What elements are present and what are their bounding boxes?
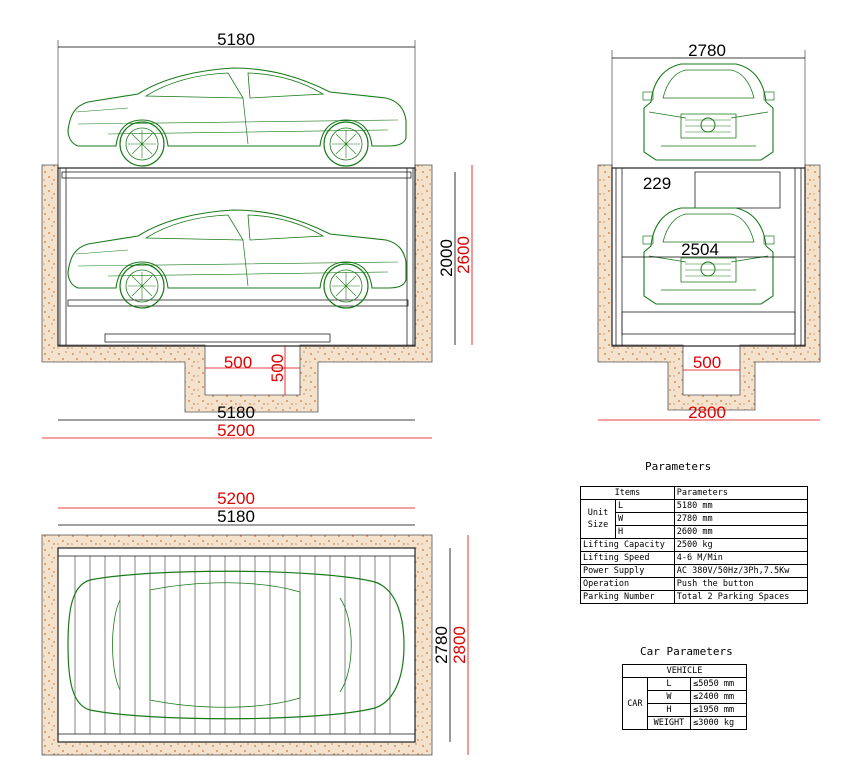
header-items: Items [580,486,675,500]
car-value: ≤1950 mm [690,703,747,717]
header-parameters: Parameters [673,486,809,500]
side-total-height-dim: 2600 [454,236,473,274]
param-label: Lifting Speed [580,551,675,565]
parameters-title: Parameters [645,460,712,473]
side-total-length-dim: 5200 [217,421,255,440]
top-total-length-dim: 5200 [217,489,255,508]
side-pit-width-dim: 500 [224,353,252,372]
top-total-width-dim: 2800 [450,626,469,664]
vehicle-header: VEHICLE [622,664,747,678]
side-view: 5180 2000 2600 500 500 5180 5200 [41,30,473,440]
top-width-dim: 2780 [432,626,451,664]
side-inner-height-dim: 2000 [437,239,456,277]
car-top-view [67,570,405,720]
front-top-width-dim: 2780 [688,41,726,60]
car-key: L [646,677,692,691]
car-parameters-title: Car Parameters [640,645,733,658]
param-value: AC 380V/50Hz/3Ph,7.5Kw [673,564,809,578]
param-value: Total 2 Parking Spaces [673,590,809,604]
side-pit-concrete [41,164,433,413]
unit-size-label: Unit Size [580,499,616,539]
top-length-dim: 5180 [217,507,255,526]
car-key: WEIGHT [646,716,692,730]
car-value: ≤5050 mm [690,677,747,691]
front-pit-concrete [597,164,821,411]
front-total-width-dim: 2800 [688,403,726,422]
front-offset-dim: 229 [643,174,671,193]
param-label: Operation [580,577,675,591]
param-value: Push the button [673,577,809,591]
size-key: W [615,512,675,526]
car-key: W [646,690,692,704]
upper-car-front [642,63,775,161]
param-label: Parking Number [580,590,675,604]
front-inner-width-dim: 2504 [681,240,719,259]
size-key: L [615,499,675,513]
side-pit-depth-dim: 500 [268,354,287,382]
param-label: Power Supply [580,564,675,578]
param-label: Lifting Capacity [580,538,675,552]
side-top-length-dim: 5180 [217,30,255,49]
upper-car-side [67,67,407,167]
param-value: 2500 kg [673,538,809,552]
param-value: 4-6 M/Min [673,551,809,565]
size-value: 2780 mm [673,512,809,526]
side-bottom-length-dim: 5180 [217,403,255,422]
front-view: 2780 229 2504 500 2800 [597,41,821,422]
size-value: 5180 mm [673,499,809,513]
top-view: 5200 5180 2780 2800 [41,489,469,756]
car-value: ≤3000 kg [690,716,747,730]
size-key: H [615,525,675,539]
lower-car-side [67,209,407,309]
front-pit-width-dim: 500 [693,353,721,372]
car-value: ≤2400 mm [690,690,747,704]
car-group-label: CAR [622,677,648,730]
car-key: H [646,703,692,717]
size-value: 2600 mm [673,525,809,539]
